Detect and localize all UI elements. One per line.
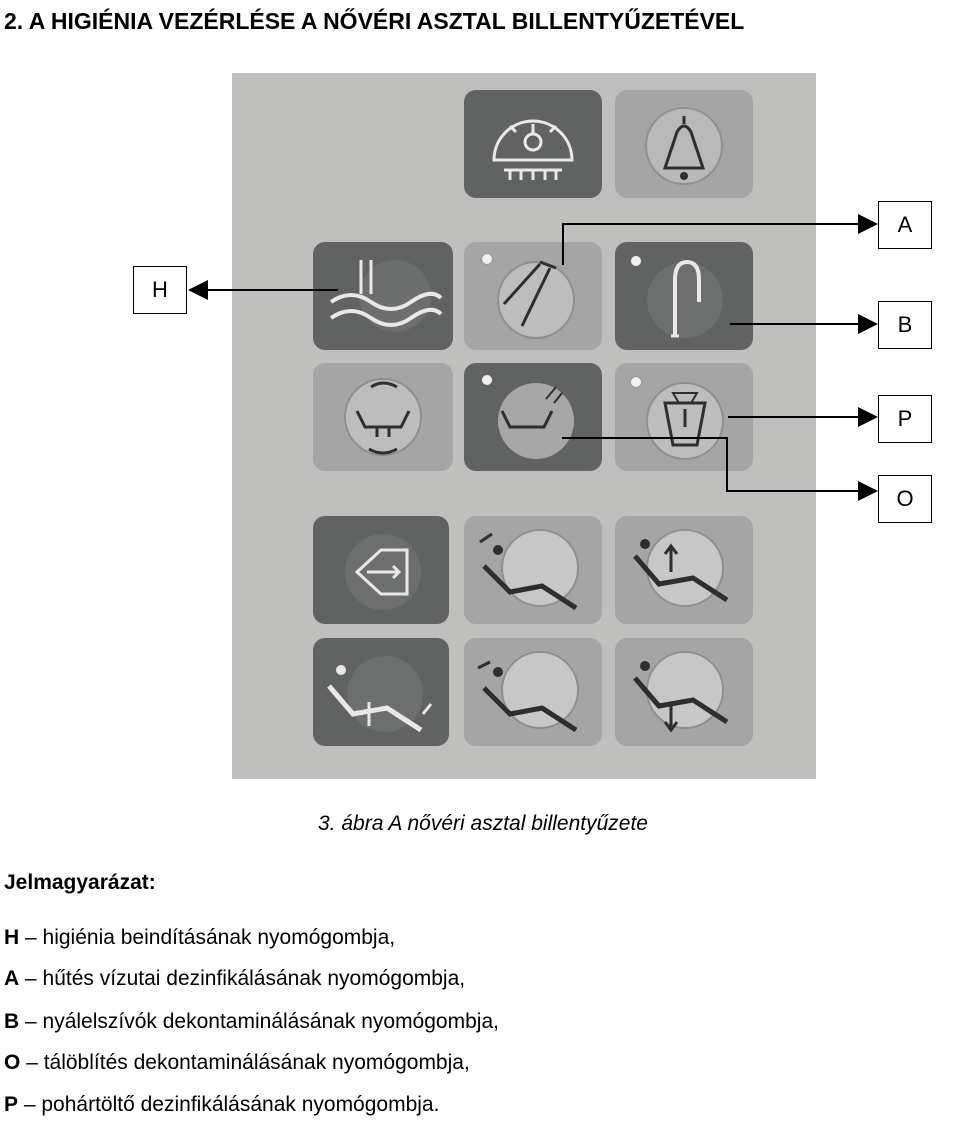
label-h: H xyxy=(133,266,187,314)
legend-key: B xyxy=(4,1010,19,1033)
label-o: O xyxy=(878,475,932,523)
legend-text: – tálöblítés dekontaminálásának nyomógom… xyxy=(26,1051,470,1074)
figure-caption: 3. ábra A nővéri asztal billentyűzete xyxy=(318,812,648,836)
label-b: B xyxy=(878,301,932,349)
legend-item-o: O – tálöblítés dekontaminálásának nyomóg… xyxy=(4,1051,470,1075)
label-p: P xyxy=(878,395,932,443)
legend-item-a: A – hűtés vízutai dezinfikálásának nyomó… xyxy=(4,967,465,991)
legend-text: – higiénia beindításának nyomógombja, xyxy=(25,926,395,949)
legend-key: A xyxy=(4,967,19,990)
legend-text: – nyálelszívók dekontaminálásának nyomóg… xyxy=(25,1010,499,1033)
legend-text: – hűtés vízutai dezinfikálásának nyomógo… xyxy=(25,967,465,990)
legend-text: – pohártöltő dezinfikálásának nyomógombj… xyxy=(24,1093,440,1116)
legend-key: P xyxy=(4,1093,18,1116)
legend-item-b: B – nyálelszívók dekontaminálásának nyom… xyxy=(4,1010,499,1034)
legend-item-p: P – pohártöltő dezinfikálásának nyomógom… xyxy=(4,1093,439,1117)
label-a: A xyxy=(878,201,932,249)
legend-title: Jelmagyarázat: xyxy=(4,871,156,895)
legend-item-h: H – higiénia beindításának nyomógombja, xyxy=(4,926,395,950)
legend-key: H xyxy=(4,926,19,949)
legend-key: O xyxy=(4,1051,20,1074)
